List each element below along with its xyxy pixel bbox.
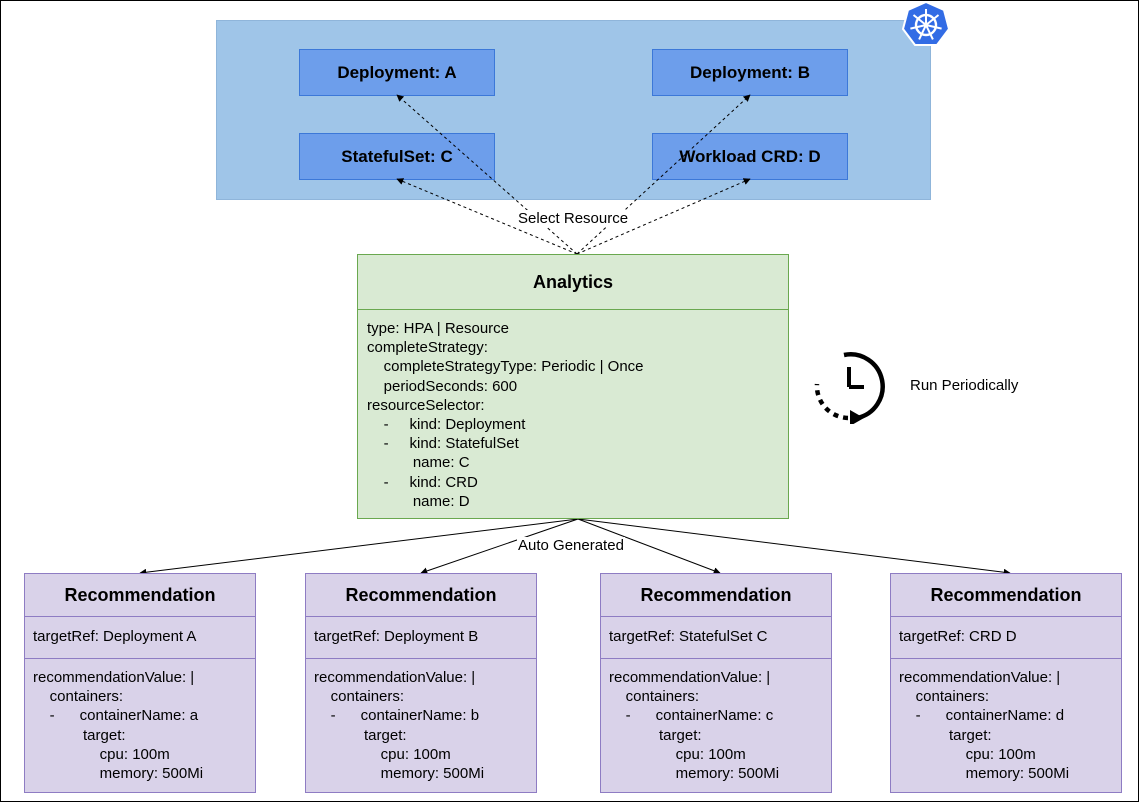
value-line: memory: 500Mi xyxy=(899,765,1070,783)
select-resource-label: Select Resource xyxy=(517,210,630,227)
recommendation-title: Recommendation xyxy=(306,574,536,617)
value-line: containers: xyxy=(314,688,405,706)
recommendation-box-b: Recommendation targetRef: Deployment B r… xyxy=(305,573,537,793)
recommendation-box-d: Recommendation targetRef: CRD D recommen… xyxy=(890,573,1122,793)
spec-line: resourceSelector: xyxy=(367,396,485,414)
recommendation-target-ref: targetRef: Deployment A xyxy=(25,617,255,659)
select-arrow-d xyxy=(576,178,751,255)
spec-line: name: D xyxy=(367,492,470,510)
spec-line: completeStrategy: xyxy=(367,339,488,357)
value-line: containers: xyxy=(609,688,700,706)
recommendation-box-a: Recommendation targetRef: Deployment A r… xyxy=(24,573,256,793)
value-line: - containerName: c xyxy=(609,707,774,725)
spec-line: - kind: Deployment xyxy=(367,416,526,434)
resource-statefulset-c: StatefulSet: C xyxy=(299,133,495,180)
recommendation-title: Recommendation xyxy=(891,574,1121,617)
generate-arrow-1 xyxy=(139,518,579,576)
recommendation-box-c: Recommendation targetRef: StatefulSet C … xyxy=(600,573,832,793)
spec-line: - kind: StatefulSet xyxy=(367,435,519,453)
clock-icon xyxy=(814,352,885,424)
recommendation-value: recommendationValue: | containers: - con… xyxy=(306,659,536,783)
spec-line: periodSeconds: 600 xyxy=(367,377,518,395)
resource-label: StatefulSet: C xyxy=(341,146,453,166)
resource-label: Deployment: A xyxy=(337,62,457,82)
spec-line: name: C xyxy=(367,454,470,472)
generate-arrow-2 xyxy=(420,518,579,575)
kubernetes-icon xyxy=(901,0,951,46)
resource-workload-crd-d: Workload CRD: D xyxy=(652,133,848,180)
select-arrow-a xyxy=(396,94,578,255)
value-line: memory: 500Mi xyxy=(609,765,780,783)
auto-generated-label: Auto Generated xyxy=(517,537,625,554)
value-line: recommendationValue: | xyxy=(33,669,195,686)
resource-label: Workload CRD: D xyxy=(679,146,821,166)
value-line: containers: xyxy=(33,688,124,706)
recommendation-value: recommendationValue: | containers: - con… xyxy=(25,659,255,783)
recommendation-value: recommendationValue: | containers: - con… xyxy=(891,659,1121,783)
value-line: cpu: 100m xyxy=(33,745,170,763)
recommendation-target-ref: targetRef: CRD D xyxy=(891,617,1121,659)
generate-arrow-4 xyxy=(577,518,1011,576)
generate-arrow-3 xyxy=(577,518,721,575)
value-line: cpu: 100m xyxy=(899,745,1036,763)
resource-deployment-b: Deployment: B xyxy=(652,49,848,96)
analytics-spec: type: HPA | Resource completeStrategy: c… xyxy=(358,310,788,511)
value-line: target: xyxy=(609,726,702,744)
select-arrow-b xyxy=(576,94,751,255)
recommendation-target-ref: targetRef: Deployment B xyxy=(306,617,536,659)
value-line: recommendationValue: | xyxy=(899,669,1061,686)
resource-label: Deployment: B xyxy=(690,62,810,82)
value-line: recommendationValue: | xyxy=(609,669,771,686)
value-line: - containerName: b xyxy=(314,707,480,725)
value-line: containers: xyxy=(899,688,990,706)
value-line: recommendationValue: | xyxy=(314,669,476,686)
value-line: - containerName: d xyxy=(899,707,1065,725)
select-arrow-c xyxy=(396,178,578,255)
value-line: - containerName: a xyxy=(33,707,199,725)
value-line: memory: 500Mi xyxy=(33,765,204,783)
spec-line: completeStrategyType: Periodic | Once xyxy=(367,358,644,376)
analytics-title: Analytics xyxy=(358,255,788,310)
recommendation-title: Recommendation xyxy=(25,574,255,617)
value-line: memory: 500Mi xyxy=(314,765,485,783)
analytics-box: Analytics type: HPA | Resource completeS… xyxy=(357,254,789,519)
value-line: cpu: 100m xyxy=(314,745,451,763)
value-line: cpu: 100m xyxy=(609,745,746,763)
resource-deployment-a: Deployment: A xyxy=(299,49,495,96)
recommendation-value: recommendationValue: | containers: - con… xyxy=(601,659,831,783)
value-line: target: xyxy=(314,726,407,744)
run-periodically-label: Run Periodically xyxy=(909,377,1020,394)
value-line: target: xyxy=(33,726,126,744)
spec-line: type: HPA | Resource xyxy=(367,320,510,337)
recommendation-target-ref: targetRef: StatefulSet C xyxy=(601,617,831,659)
recommendation-title: Recommendation xyxy=(601,574,831,617)
spec-line: - kind: CRD xyxy=(367,473,478,491)
value-line: target: xyxy=(899,726,992,744)
